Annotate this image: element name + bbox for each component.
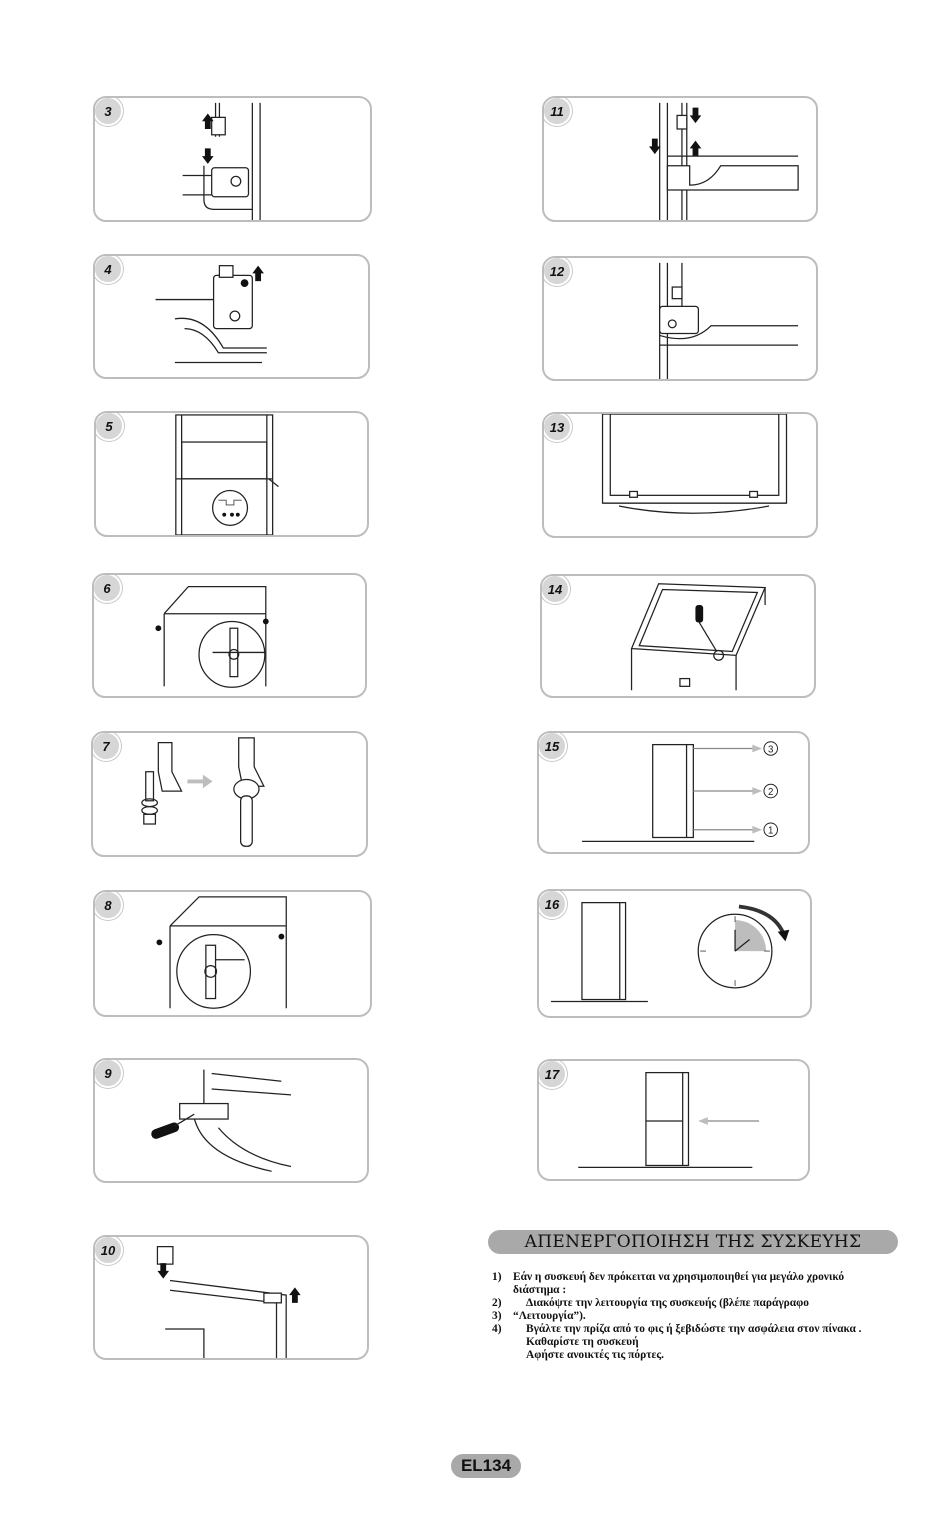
instruction-item: 1) Εάν η συσκευή δεν πρόκειται να χρησιμ…: [490, 1271, 915, 1284]
step-6-panel: 6: [92, 573, 367, 698]
instruction-item: 3) “Λειτουργία”).: [490, 1310, 915, 1323]
step-number: 14: [542, 576, 570, 604]
instruction-item: 2) Διακόψτε την λειτουργία της συσκευής …: [490, 1297, 915, 1310]
instruction-text: Αφήστε ανοικτές τις πόρτες.: [526, 1349, 664, 1361]
instruction-text: Διακόψτε την λειτουργία της συσκευής (βλ…: [526, 1297, 809, 1309]
callout-1: 1: [768, 826, 773, 837]
shutdown-instructions: 1) Εάν η συσκευή δεν πρόκειται να χρησιμ…: [490, 1271, 915, 1362]
hinge-pin-transfer-illustration: [141, 737, 265, 847]
upper-hinge-unscrew-illustration: [155, 265, 267, 364]
door-alignment-check-illustration: 3 2 1: [582, 741, 778, 842]
middle-hinge-removal-illustration: [155, 585, 269, 688]
instruction-text: Βγάλτε την πρίζα από το φις ή ξεβιδώστε …: [526, 1323, 862, 1335]
step-12-panel: 12: [542, 256, 818, 381]
step-number: 11: [544, 98, 572, 126]
step-number: 13: [544, 414, 572, 442]
wait-clock-illustration: [550, 901, 790, 1003]
hole-cover-swap-illustration: [175, 414, 279, 535]
step-number: 3: [95, 98, 123, 126]
step-10-panel: 10: [93, 1235, 369, 1360]
step-4-panel: 4: [93, 254, 370, 379]
instruction-text: Καθαρίστε τη συσκευή: [526, 1336, 639, 1348]
callout-3: 3: [768, 744, 773, 755]
step-13-panel: 13: [542, 412, 818, 538]
hinge-reassembly-illustration: [649, 102, 799, 220]
step-number: 12: [544, 258, 572, 286]
step-16-panel: 16: [537, 889, 812, 1018]
step-3-panel: 3: [93, 96, 372, 222]
instruction-text: “Λειτουργία”).: [513, 1310, 586, 1322]
push-into-place-illustration: [578, 1071, 760, 1169]
step-5-panel: 5: [94, 411, 369, 537]
step-8-panel: 8: [93, 890, 372, 1017]
step-15-panel: 15 3 2 1: [537, 731, 810, 854]
hinge-cover-removal-illustration: [182, 102, 261, 220]
lower-hinge-screwdriver-illustration: [151, 1069, 292, 1172]
step-14-panel: 14: [540, 574, 816, 698]
page-number: EL134: [451, 1454, 521, 1478]
instruction-text: Εάν η συσκευή δεν πρόκειται να χρησιμοπο…: [513, 1271, 845, 1283]
step-number: 16: [539, 891, 567, 919]
middle-hinge-refit-illustration: [156, 896, 287, 1009]
door-aligned-illustration: [601, 414, 788, 514]
instruction-number: 2): [492, 1297, 502, 1309]
step-7-panel: 7: [91, 731, 368, 857]
step-number: 4: [95, 256, 123, 284]
section-title: ΑΠΕΝΕΡΓΟΠΟΙΗΣΗ ΤΗΣ ΣΥΣΚΕΥΗΣ: [488, 1230, 898, 1254]
step-number: 9: [95, 1060, 123, 1088]
step-number: 15: [539, 733, 567, 761]
step-9-panel: 9: [93, 1058, 369, 1183]
step-number: 5: [96, 413, 124, 441]
instruction-item: Αφήστε ανοικτές τις πόρτες.: [490, 1349, 915, 1362]
step-number: 10: [95, 1237, 123, 1265]
instruction-item: Καθαρίστε τη συσκευή: [490, 1336, 915, 1349]
instruction-number: 4): [492, 1323, 502, 1335]
instruction-item: 4) Βγάλτε την πρίζα από το φις ή ξεβιδώσ…: [490, 1323, 915, 1336]
instruction-text: διάστημα :: [513, 1284, 567, 1296]
door-stop-swap-illustration: [156, 1246, 301, 1358]
step-17-panel: 17: [537, 1059, 810, 1181]
instruction-number: 1): [492, 1271, 502, 1283]
instruction-number: 3): [492, 1310, 502, 1322]
callout-2: 2: [768, 787, 773, 798]
hinge-secured-illustration: [659, 262, 799, 379]
step-number: 17: [539, 1061, 567, 1089]
step-number: 6: [94, 575, 122, 603]
top-hinge-screwdriver-illustration: [630, 583, 767, 691]
step-11-panel: 11: [542, 96, 818, 222]
step-number: 7: [93, 733, 121, 761]
step-number: 8: [95, 892, 123, 920]
instruction-item: διάστημα :: [490, 1284, 915, 1297]
